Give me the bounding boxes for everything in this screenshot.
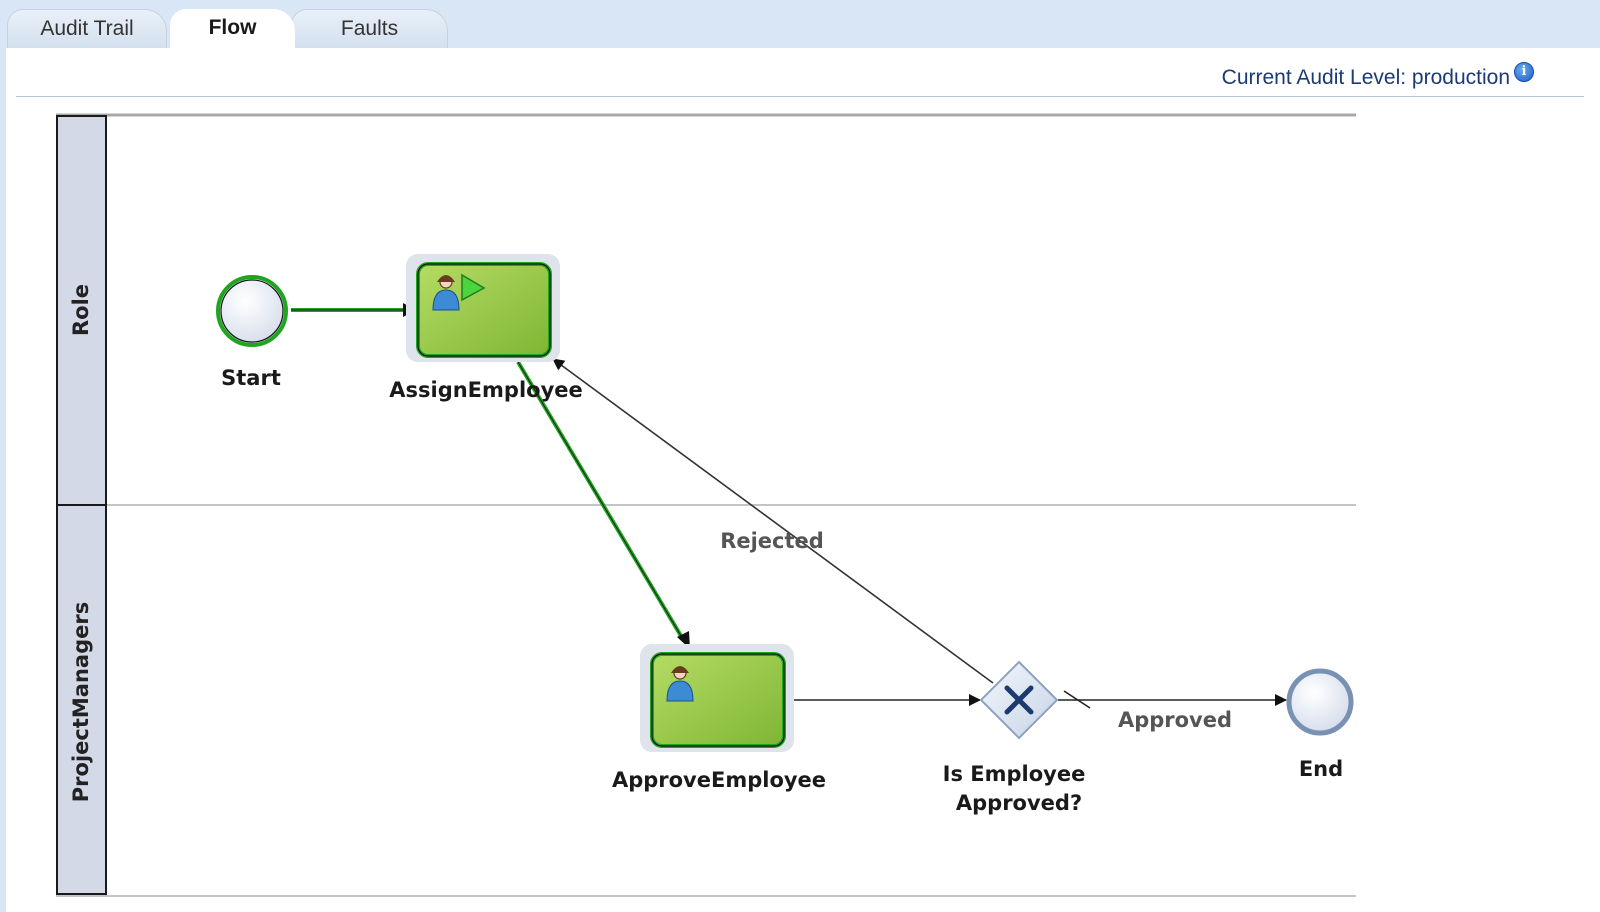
tab-faults[interactable]: Faults — [291, 9, 448, 49]
exclusive-gateway[interactable] — [979, 660, 1059, 740]
flow-panel — [6, 48, 1600, 912]
task-assign-employee[interactable] — [406, 254, 560, 362]
lane-header-role: Role — [56, 115, 107, 506]
gateway-label-line1: Is Employee — [943, 762, 1086, 786]
flow-approved[interactable] — [1058, 690, 1287, 709]
start-event[interactable] — [216, 275, 288, 347]
lane-label-project-managers: ProjectManagers — [69, 602, 93, 802]
task-approve-employee-label: ApproveEmployee — [612, 768, 826, 792]
close-x-icon — [1004, 685, 1034, 715]
tab-bar: Audit Trail Flow Faults — [0, 0, 1600, 49]
play-icon — [461, 273, 486, 302]
pool — [56, 113, 1356, 897]
header-divider — [16, 96, 1584, 97]
flow-label-rejected: Rejected — [720, 529, 824, 553]
user-task-icon — [432, 275, 460, 311]
start-event-label: Start — [221, 366, 281, 390]
audit-level: Current Audit Level: production i — [1221, 62, 1534, 90]
lane-label-role: Role — [69, 284, 93, 336]
tab-flow[interactable]: Flow — [170, 9, 295, 49]
end-event[interactable] — [1286, 668, 1354, 736]
tab-audit-trail[interactable]: Audit Trail — [7, 9, 167, 49]
lane-header-project-managers: ProjectManagers — [56, 504, 107, 895]
flow-start-to-assign[interactable] — [291, 303, 416, 317]
task-assign-employee-label: AssignEmployee — [389, 378, 583, 402]
info-icon[interactable]: i — [1514, 62, 1534, 82]
gateway-label-line2: Approved? — [956, 791, 1082, 815]
task-approve-employee[interactable] — [640, 644, 794, 752]
user-task-icon — [666, 666, 694, 702]
flow-label-approved: Approved — [1118, 708, 1232, 732]
end-event-label: End — [1299, 757, 1343, 781]
audit-level-text[interactable]: Current Audit Level: production — [1221, 66, 1510, 89]
flow-rejected[interactable] — [552, 358, 994, 684]
flow-assign-to-approve[interactable] — [516, 360, 690, 649]
